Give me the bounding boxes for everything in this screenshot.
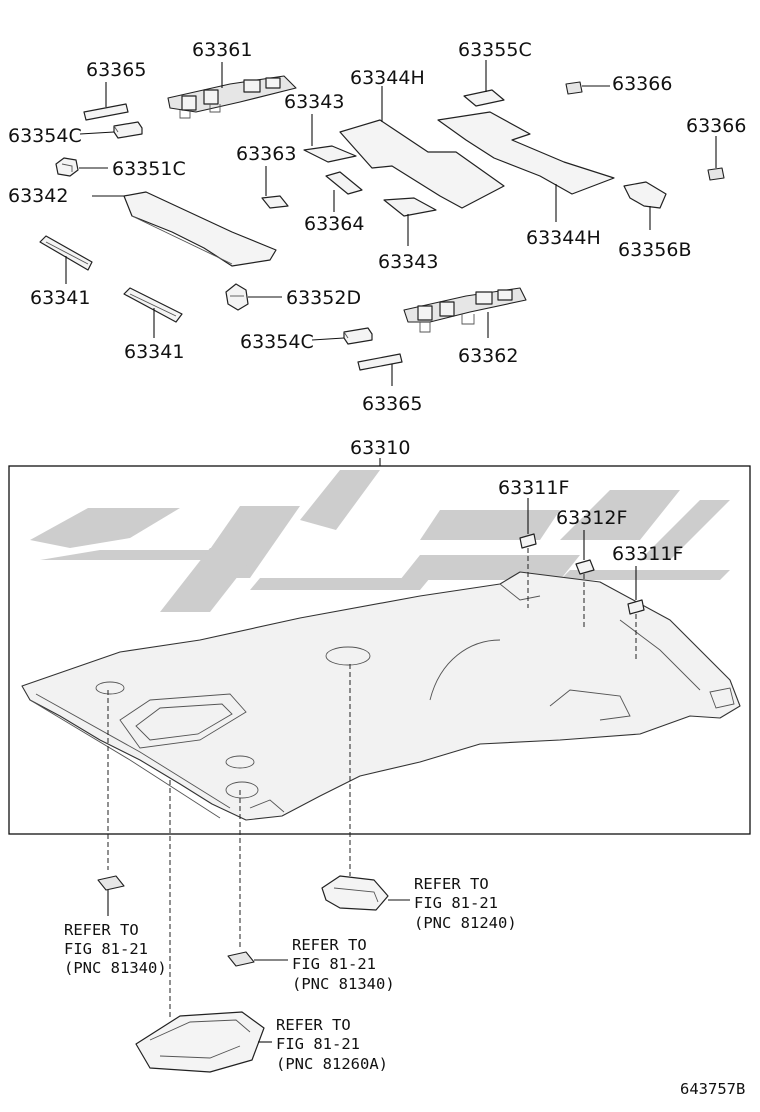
part-63344h-left[interactable] [339, 86, 505, 209]
label-63363: 63363 [236, 143, 296, 165]
label-63354c-bottom: 63354C [240, 331, 314, 353]
label-63366-right: 63366 [686, 115, 746, 137]
label-63344h-top: 63344H [350, 67, 425, 89]
ref-part-room-lamp[interactable] [321, 875, 410, 911]
headlining-frame [8, 465, 751, 835]
reference-note-1: REFER TO FIG 81-21 (PNC 81240) [414, 875, 517, 932]
clip-63311f-a[interactable] [519, 498, 537, 608]
part-63355c[interactable] [463, 60, 505, 107]
part-63356b[interactable] [623, 181, 667, 230]
label-63351c: 63351C [112, 158, 186, 180]
label-63311f-a: 63311F [498, 477, 569, 499]
headlining-body [21, 571, 741, 821]
ref-part-overhead-console[interactable] [135, 1011, 272, 1073]
ref4-line3: (PNC 81260A) [276, 1055, 388, 1073]
label-63352d: 63352D [286, 287, 361, 309]
label-63364: 63364 [304, 213, 364, 235]
label-63341-left: 63341 [30, 287, 90, 309]
part-63361[interactable] [167, 62, 297, 119]
part-63366-top[interactable] [565, 81, 610, 95]
part-63341-left[interactable] [39, 235, 93, 284]
part-63354c-bottom[interactable] [311, 327, 373, 345]
ref-part-switch-left[interactable] [97, 875, 125, 916]
label-63362: 63362 [458, 345, 518, 367]
label-63341-center: 63341 [124, 341, 184, 363]
reference-note-2: REFER TO FIG 81-21 (PNC 81340) [64, 921, 167, 977]
label-63344h-bottom: 63344H [526, 227, 601, 249]
label-63312f: 63312F [556, 507, 627, 529]
ref1-line1: REFER TO [414, 875, 489, 893]
label-63355c: 63355C [458, 39, 532, 61]
part-63343-top[interactable] [303, 114, 357, 163]
label-63365-top: 63365 [86, 59, 146, 81]
label-63365-bottom: 63365 [362, 393, 422, 415]
part-63342[interactable] [92, 191, 277, 267]
label-63356b: 63356B [618, 239, 691, 261]
label-63343-bottom: 63343 [378, 251, 438, 273]
clip-63311f-b[interactable] [627, 566, 645, 660]
label-63342: 63342 [8, 185, 68, 207]
ref2-line3: (PNC 81340) [64, 959, 167, 977]
ref2-line1: REFER TO [64, 921, 139, 939]
ref1-line2: FIG 81-21 [414, 894, 498, 912]
figure-id: 643757B [680, 1080, 745, 1098]
ref2-line2: FIG 81-21 [64, 940, 148, 958]
part-63366-right[interactable] [707, 136, 725, 181]
clip-63312f[interactable] [575, 530, 595, 628]
part-63365-bottom[interactable] [357, 353, 403, 386]
ref3-line1: REFER TO [292, 936, 367, 954]
label-63366-top: 63366 [612, 73, 672, 95]
part-63341-center[interactable] [123, 287, 183, 338]
reference-note-3: REFER TO FIG 81-21 (PNC 81340) [292, 936, 395, 993]
part-63363[interactable] [261, 166, 289, 209]
ref-part-switch-center[interactable] [227, 951, 288, 967]
watermark-logo [30, 470, 730, 612]
reference-note-4: REFER TO FIG 81-21 (PNC 81260A) [276, 1016, 388, 1073]
part-63362[interactable] [403, 287, 527, 338]
part-63351c[interactable] [55, 157, 108, 177]
ref3-line3: (PNC 81340) [292, 975, 395, 993]
label-63354c-top: 63354C [8, 125, 82, 147]
ref1-line3: (PNC 81240) [414, 914, 517, 932]
part-63364[interactable] [325, 171, 363, 212]
part-63354c-top[interactable] [79, 121, 143, 139]
part-63343-bottom[interactable] [383, 197, 437, 246]
label-63310: 63310 [350, 437, 410, 459]
label-63343-top: 63343 [284, 91, 344, 113]
part-63365-top[interactable] [83, 82, 129, 121]
ref4-line1: REFER TO [276, 1016, 351, 1034]
label-63361: 63361 [192, 39, 252, 61]
label-63311f-b: 63311F [612, 543, 683, 565]
ref3-line2: FIG 81-21 [292, 955, 376, 973]
ref4-line2: FIG 81-21 [276, 1035, 360, 1053]
part-63344h-right[interactable] [437, 111, 615, 222]
part-63352d[interactable] [225, 283, 282, 311]
